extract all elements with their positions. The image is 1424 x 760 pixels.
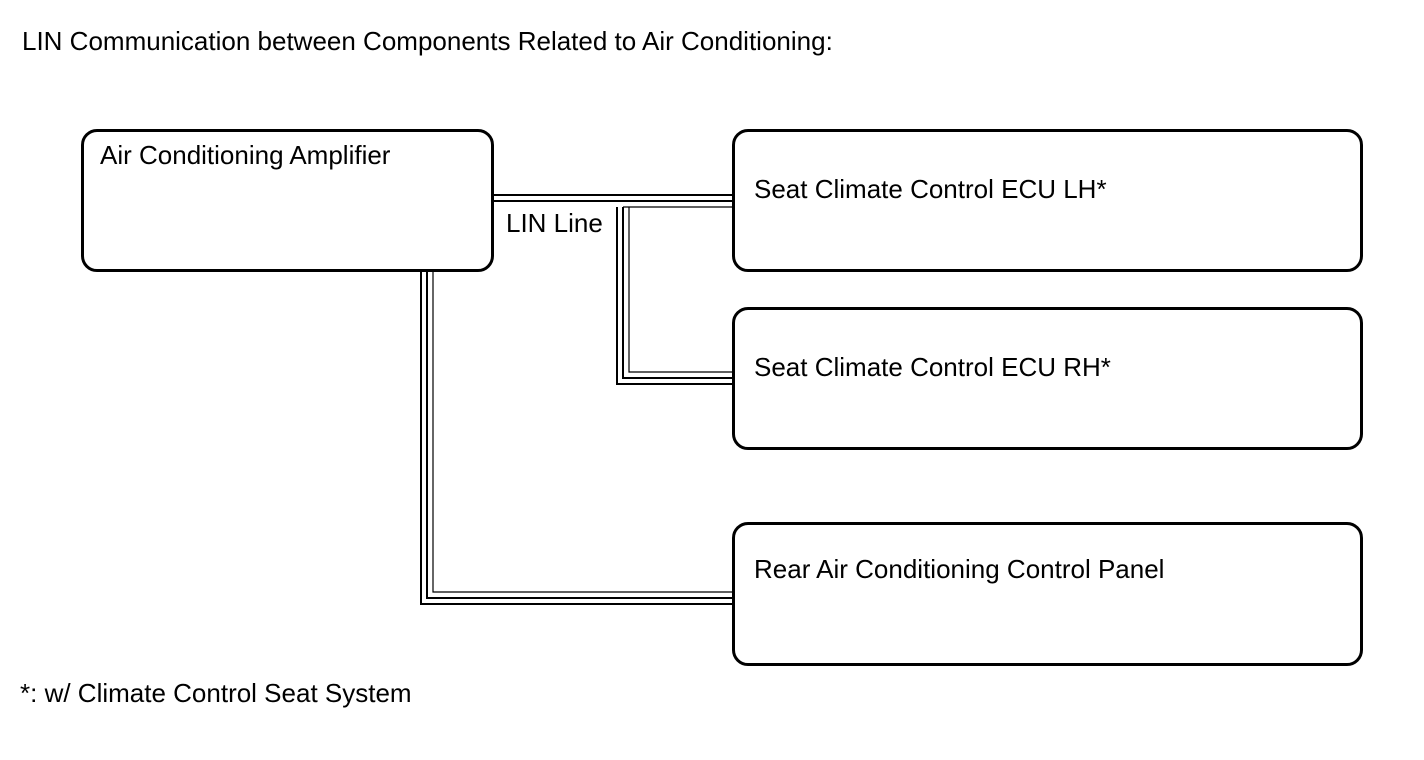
lin-line-label: LIN Line — [506, 208, 603, 239]
seat-climate-ecu-lh-label: Seat Climate Control ECU LH* — [754, 174, 1107, 204]
rear-ac-control-panel-label: Rear Air Conditioning Control Panel — [754, 554, 1165, 584]
wire-branch-to-seat-rh — [616, 207, 733, 385]
diagram-title: LIN Communication between Components Rel… — [22, 26, 833, 56]
wire-amplifier-to-seat-lh — [493, 194, 733, 202]
wire-amplifier-to-rear-panel — [420, 271, 733, 605]
footnote: *: w/ Climate Control Seat System — [20, 678, 412, 708]
seat-climate-ecu-lh-box: Seat Climate Control ECU LH* — [732, 129, 1363, 272]
seat-climate-ecu-rh-box: Seat Climate Control ECU RH* — [732, 307, 1363, 450]
rear-ac-control-panel-box: Rear Air Conditioning Control Panel — [732, 522, 1363, 666]
seat-climate-ecu-rh-label: Seat Climate Control ECU RH* — [754, 352, 1111, 382]
air-conditioning-amplifier-label: Air Conditioning Amplifier — [100, 140, 391, 170]
air-conditioning-amplifier-box: Air Conditioning Amplifier — [81, 129, 494, 272]
